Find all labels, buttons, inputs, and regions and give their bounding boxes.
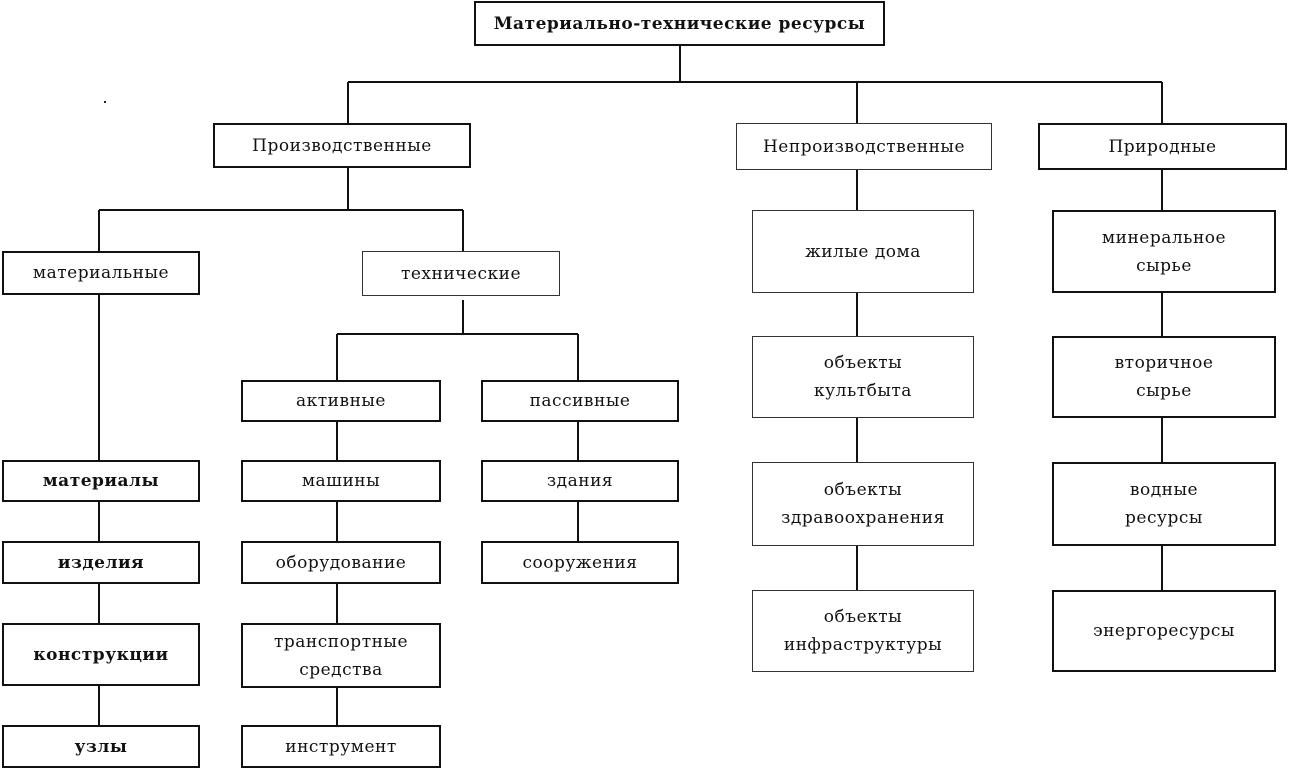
node-material: материальные (2, 251, 200, 295)
node-natural-item-energy: энергоресурсы (1052, 590, 1276, 672)
node-natural-item-minerals: минеральное сырье (1052, 210, 1276, 293)
node-root: Материально-технические ресурсы (474, 1, 885, 46)
node-production: Производственные (213, 123, 471, 168)
node-passive-item-buildings: здания (481, 460, 679, 502)
node-technical: технические (362, 251, 560, 296)
node-nonproduction: Непроизводственные (736, 123, 992, 170)
node-nonproduction-item-housing: жилые дома (752, 210, 974, 293)
connector-technical (336, 300, 579, 380)
node-natural-item-water: водные ресурсы (1052, 462, 1276, 546)
node-active: активные (241, 380, 441, 422)
stray-dot (104, 101, 106, 103)
node-nonproduction-item-healthcare: объекты здравоохранения (752, 462, 974, 546)
node-active-item-equipment: оборудование (241, 541, 441, 584)
node-passive-item-facilities: сооружения (481, 541, 679, 584)
node-natural-item-secondary: вторичное сырье (1052, 336, 1276, 418)
node-active-item-tools: инструмент (241, 725, 441, 768)
node-nonproduction-item-culture: объекты культбыта (752, 336, 974, 418)
connector-root (347, 46, 1163, 123)
node-material-item-materials: материалы (2, 460, 200, 502)
node-active-item-vehicles: транспортные средства (241, 623, 441, 688)
node-material-item-structures: конструкции (2, 623, 200, 686)
node-passive: пассивные (481, 380, 679, 422)
node-active-item-machines: машины (241, 460, 441, 502)
node-nonproduction-item-infrastructure: объекты инфраструктуры (752, 590, 974, 672)
connector-production (98, 168, 464, 251)
node-material-item-products: изделия (2, 541, 200, 584)
node-material-item-units: узлы (2, 725, 200, 768)
node-natural: Природные (1038, 123, 1287, 170)
